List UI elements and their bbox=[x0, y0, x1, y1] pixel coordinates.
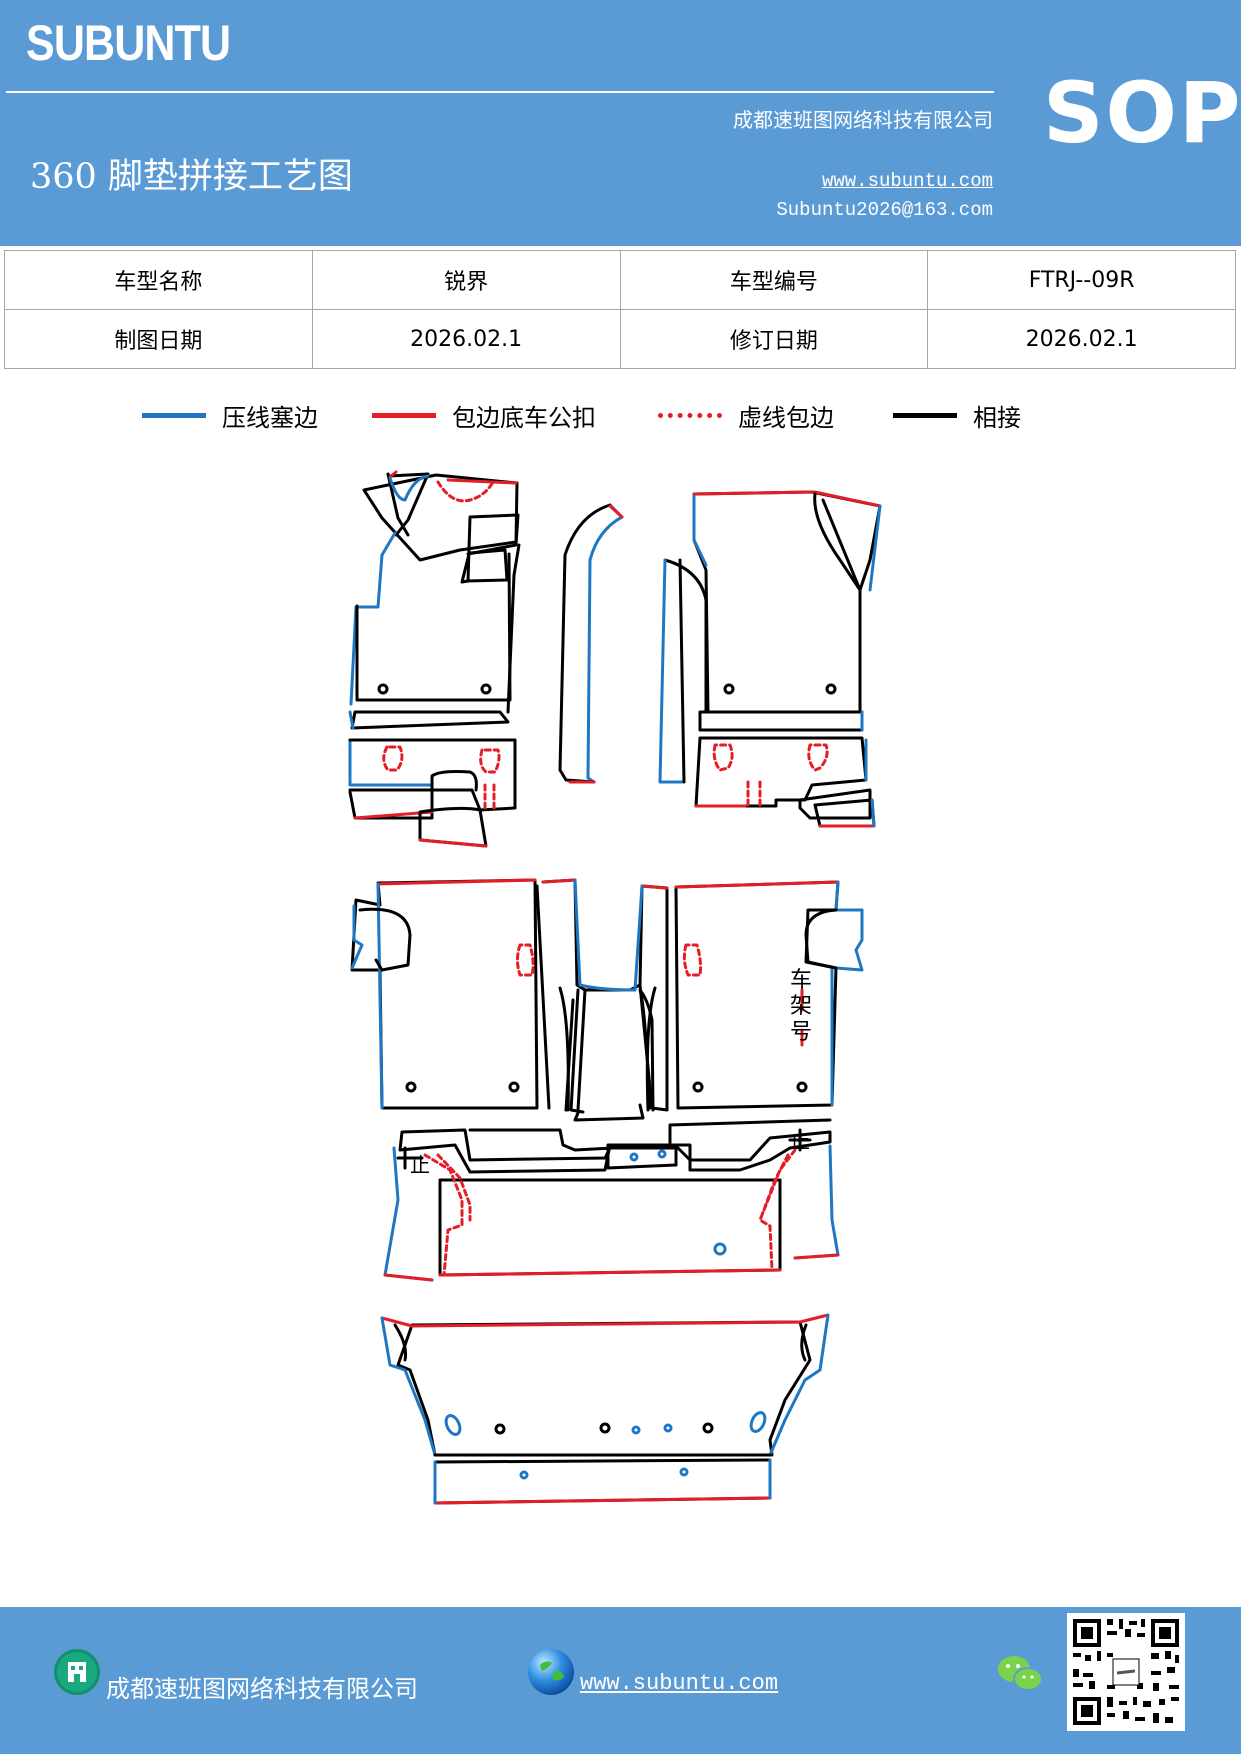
document-title: 360 脚垫拼接工艺图 bbox=[30, 157, 353, 197]
revise-date-label: 修订日期 bbox=[619, 309, 929, 369]
sop-badge: SOP bbox=[1043, 64, 1241, 162]
header-email: Subuntu2026@163.com bbox=[776, 199, 993, 221]
mat-front-right bbox=[658, 490, 882, 828]
header-website-link[interactable]: www.subuntu.com bbox=[821, 170, 993, 192]
footer-website-link[interactable]: www.subuntu.com bbox=[580, 1671, 779, 1696]
legend-item: 相接 bbox=[893, 398, 1021, 433]
legend-swatch-black bbox=[893, 413, 957, 418]
footer-company-name: 成都速班图网络科技有限公司 bbox=[106, 1675, 418, 1703]
stop-mark-right: 止 bbox=[790, 1129, 810, 1153]
qr-code bbox=[1067, 1613, 1185, 1731]
table-row: 车型名称 锐界 车型编号 FTRJ--09R bbox=[4, 250, 1236, 310]
legend-item: 虚线包边 bbox=[658, 398, 834, 433]
draw-date-label: 制图日期 bbox=[4, 309, 313, 369]
legend-swatch-red-dotted bbox=[658, 413, 722, 418]
model-name-value: 锐界 bbox=[311, 250, 621, 310]
mat-rear-bench bbox=[383, 1118, 840, 1282]
line-legend: 压线塞边 包边底车公扣 虚线包边 相接 bbox=[0, 398, 1241, 438]
draw-date-value: 2026.02.1 bbox=[311, 309, 621, 369]
model-code-label: 车型编号 bbox=[619, 250, 929, 310]
model-name-label: 车型名称 bbox=[4, 250, 313, 310]
legend-swatch-blue bbox=[142, 413, 206, 418]
vehicle-info-table: 车型名称 锐界 车型编号 FTRJ--09R 制图日期 2026.02.1 修订… bbox=[4, 250, 1236, 369]
header-company-name: 成都速班图网络科技有限公司 bbox=[733, 108, 993, 132]
page-footer: 成都速班图网络科技有限公司 www.subuntu.com bbox=[0, 1607, 1241, 1754]
mat-trunk bbox=[380, 1313, 830, 1505]
frame-number-vertical-label: 车架号 bbox=[789, 968, 812, 1045]
legend-label: 包边底车公扣 bbox=[452, 404, 596, 432]
mat-second-row-tunnel bbox=[541, 878, 669, 1122]
legend-swatch-red bbox=[372, 413, 436, 418]
legend-item: 压线塞边 bbox=[142, 398, 318, 433]
revise-date-value: 2026.02.1 bbox=[927, 309, 1236, 369]
stop-mark-left: 止 bbox=[410, 1153, 430, 1177]
model-code-value: FTRJ--09R bbox=[927, 250, 1236, 310]
legend-label: 虚线包边 bbox=[738, 404, 834, 432]
globe-icon bbox=[528, 1649, 574, 1695]
page-header: SUBUNTU 成都速班图网络科技有限公司 360 脚垫拼接工艺图 www.su… bbox=[0, 0, 1241, 246]
mat-second-row-left bbox=[350, 878, 551, 1110]
mat-front-left bbox=[348, 470, 521, 848]
mat-front-tunnel bbox=[558, 503, 624, 784]
brand-logo: SUBUNTU bbox=[26, 15, 231, 71]
header-divider bbox=[6, 91, 994, 93]
wechat-icon[interactable] bbox=[996, 1653, 1044, 1695]
legend-label: 压线塞边 bbox=[222, 404, 318, 432]
legend-item: 包边底车公扣 bbox=[372, 398, 596, 433]
mat-outline bbox=[362, 473, 519, 562]
legend-label: 相接 bbox=[973, 404, 1021, 432]
building-icon bbox=[54, 1649, 100, 1695]
mat-second-row-right bbox=[674, 880, 864, 1110]
table-row: 制图日期 2026.02.1 修订日期 2026.02.1 bbox=[4, 309, 1236, 369]
